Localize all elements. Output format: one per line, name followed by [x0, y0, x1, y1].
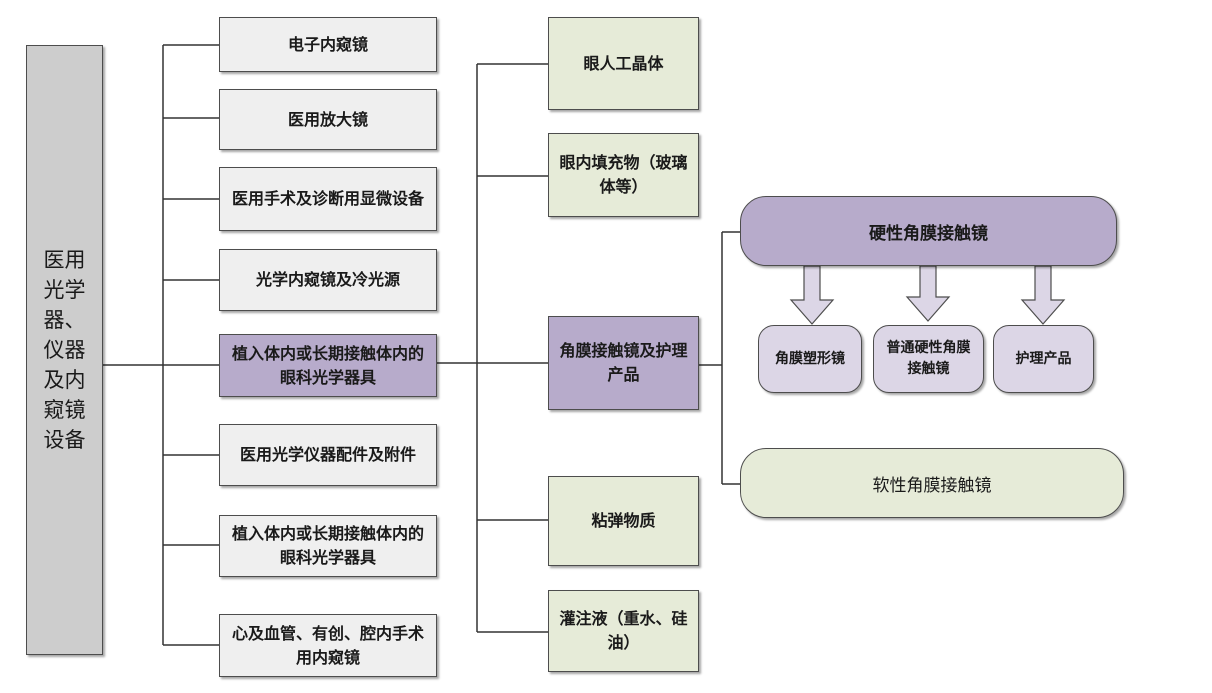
root-node: 医用光学器、仪器及内窥镜设备 — [26, 45, 103, 655]
arrow-to-care — [1020, 265, 1066, 325]
l1-label-7: 心及血管、有创、腔内手术用内窥镜 — [231, 623, 424, 667]
l2-node-2-highlighted: 角膜接触镜及护理产品 — [548, 316, 699, 410]
l1-node-2: 医用手术及诊断用显微设备 — [219, 167, 437, 231]
l1-label-3: 光学内窥镜及冷光源 — [255, 270, 400, 289]
l2-label-3: 粘弹物质 — [591, 511, 656, 530]
l1-node-5: 医用光学仪器配件及附件 — [219, 424, 437, 486]
root-label: 医用光学器、仪器及内窥镜设备 — [43, 248, 86, 452]
l1-node-0: 电子内窥镜 — [219, 17, 437, 72]
l1-node-3: 光学内窥镜及冷光源 — [219, 249, 437, 311]
l2-label-2: 角膜接触镜及护理产品 — [559, 341, 688, 384]
l1-node-4-highlighted: 植入体内或长期接触体内的眼科光学器具 — [219, 334, 437, 397]
ortho-k-lens-node: 角膜塑形镜 — [758, 325, 862, 393]
l1-node-1: 医用放大镜 — [219, 89, 437, 150]
ortho-k-lens-label: 角膜塑形镜 — [775, 350, 845, 367]
l2-label-0: 眼人工晶体 — [583, 53, 664, 73]
l1-label-4: 植入体内或长期接触体内的眼科光学器具 — [231, 343, 424, 387]
soft-contact-lens-label: 软性角膜接触镜 — [872, 475, 992, 496]
l2-node-1: 眼内填充物（玻璃体等） — [548, 133, 699, 217]
arrow-to-rgp — [905, 265, 951, 322]
l1-label-1: 医用放大镜 — [287, 109, 368, 129]
arrow-to-ortho-k — [789, 265, 835, 325]
l1-label-0: 电子内窥镜 — [287, 34, 368, 54]
l2-node-0: 眼人工晶体 — [548, 17, 699, 110]
l2-node-4: 灌注液（重水、硅油） — [548, 590, 699, 672]
hard-contact-lens-label: 硬性角膜接触镜 — [869, 223, 988, 244]
rgp-lens-label: 普通硬性角膜接触镜 — [886, 340, 971, 377]
l2-label-1: 眼内填充物（玻璃体等） — [559, 153, 688, 196]
care-products-label: 护理产品 — [1015, 350, 1072, 367]
l1-node-6: 植入体内或长期接触体内的眼科光学器具 — [219, 515, 437, 577]
l1-node-7: 心及血管、有创、腔内手术用内窥镜 — [219, 614, 437, 677]
l1-label-5: 医用光学仪器配件及附件 — [239, 445, 416, 464]
l2-node-3: 粘弹物质 — [548, 476, 699, 566]
l1-label-6: 植入体内或长期接触体内的眼科光学器具 — [231, 524, 424, 567]
rgp-lens-node: 普通硬性角膜接触镜 — [873, 325, 984, 393]
l1-label-2: 医用手术及诊断用显微设备 — [231, 189, 424, 208]
hard-contact-lens-node: 硬性角膜接触镜 — [740, 196, 1117, 266]
soft-contact-lens-node: 软性角膜接触镜 — [740, 448, 1124, 518]
care-products-node: 护理产品 — [993, 325, 1094, 393]
l2-label-4: 灌注液（重水、硅油） — [559, 609, 688, 652]
